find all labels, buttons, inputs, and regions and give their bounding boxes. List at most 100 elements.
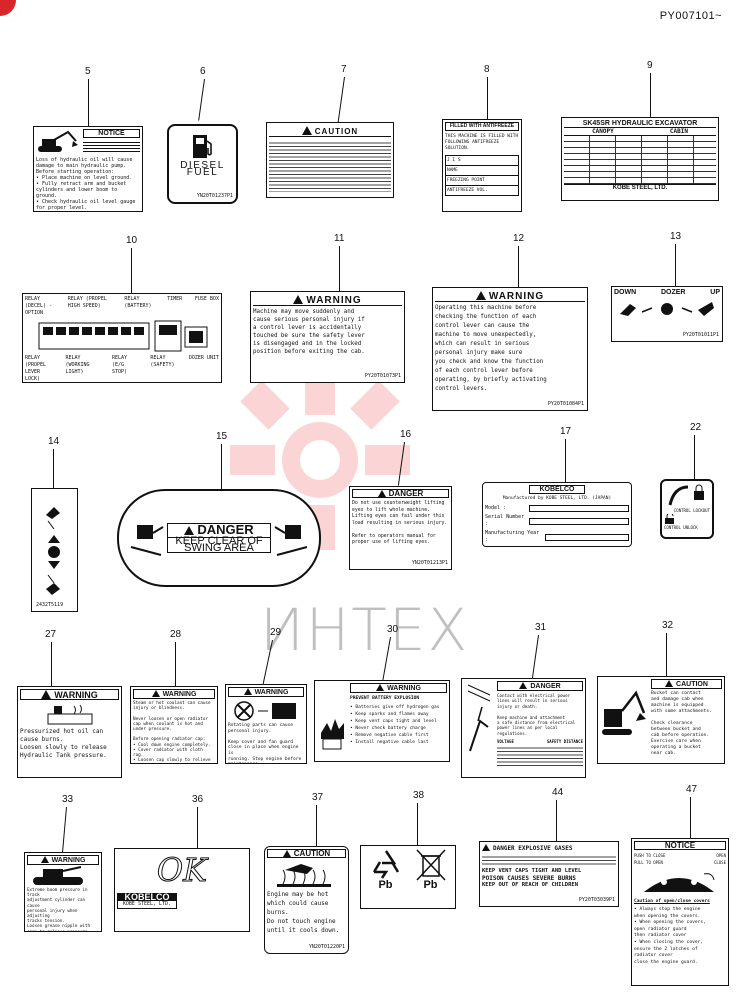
swing-area-right-icon [274, 525, 308, 556]
unlock-label: CONTROL UNLOCK [664, 525, 698, 530]
label-code: PY20T03039P1 [578, 897, 615, 903]
label-body: Operating this machine before checking t… [435, 305, 547, 392]
leader-line [518, 246, 519, 288]
hot-surface-icon [277, 864, 331, 887]
leader-line [556, 800, 557, 842]
callout-38: 38 [413, 790, 425, 801]
text-lines [482, 854, 616, 866]
label-title: SK45SR HYDRAULIC EXCAVATOR [564, 120, 716, 128]
callout-11: 11 [334, 233, 345, 244]
warning-triangle-icon [41, 690, 52, 699]
warning-triangle-icon [377, 490, 386, 497]
label-code: PY20T01073P1 [364, 373, 401, 379]
hot-oil-icon [47, 704, 92, 725]
label-title: FILLED WITH ANTIFREEZE [445, 122, 519, 131]
leader-line [198, 78, 205, 121]
leader-line [339, 246, 340, 292]
label-code: YN20T01213P1 [411, 560, 448, 566]
leader-line [221, 444, 222, 489]
column-header: VOLTAGE [497, 739, 514, 745]
warning-triangle-icon [475, 291, 486, 300]
leader-line [565, 439, 566, 483]
label-title: CAUTION [269, 125, 391, 137]
brand-sub: KOBE STEEL, LTD. [122, 901, 172, 907]
label-line2: FUEL [186, 167, 219, 178]
column-header: CANOPY [592, 128, 614, 135]
brand-name: KOBELCO [118, 893, 176, 902]
callout-17: 17 [560, 426, 572, 437]
down-label: DOWN [614, 289, 637, 296]
label-title: DANGER [497, 681, 583, 691]
relay-label: RELAY (E/G STOP) [111, 355, 127, 375]
cover-latch-icon [644, 873, 715, 892]
warning-triangle-icon [482, 844, 490, 851]
leader-line [51, 642, 52, 687]
bucket-cab-icon [602, 690, 646, 735]
warning-triangle-icon [376, 684, 385, 691]
label-47-notice-covers: NOTICE PUSH TO CLOSE PULL TO OPEN OPEN C… [631, 838, 729, 986]
kobelco-logo: KOBELCO KOBE STEEL, LTD. [117, 893, 177, 909]
pb-label: Pb [423, 879, 438, 891]
table-row: FREEZING POINT [446, 176, 518, 186]
lockout-label: CONTROL LOCKOUT [673, 508, 710, 513]
relay-label: RELAY (DECEL) -OPTION [25, 296, 53, 316]
unlock-icon [665, 514, 674, 524]
open-label: OPEN [716, 853, 726, 858]
label-body: Extreme boom pressure in track adjustmen… [27, 887, 91, 932]
label-code: 2432T5119 [36, 602, 64, 608]
power-line-icon [467, 684, 491, 752]
rotating-fan-icon [234, 701, 296, 721]
warning-triangle-icon [184, 526, 195, 535]
warning-triangle-icon [243, 688, 252, 695]
label-10-relay-layout: RELAY (DECEL) -OPTION RELAY (PROPEL HIGH… [22, 293, 222, 383]
label-line1: KEEP CLEAR OF [175, 535, 263, 547]
label-title: CAUTION [267, 849, 346, 858]
ok-script: OK [156, 851, 208, 890]
label-body: THIS MACHINE IS FILLED WITH FOLLOWING AN… [445, 134, 519, 151]
pull-label: PULL TO OPEN [634, 860, 663, 865]
callout-27: 27 [45, 629, 57, 640]
callout-15: 15 [216, 431, 228, 442]
label-38-pb-recycle: Pb Pb [360, 845, 456, 909]
warning-triangle-icon [40, 856, 49, 863]
label-22-control-lockout: CONTROL LOCKOUT CONTROL UNLOCK [660, 479, 714, 539]
leader-line [53, 449, 54, 489]
label-36-ok-kobelco: OK KOBELCO KOBE STEEL, LTD. [114, 848, 250, 932]
leader-line [487, 77, 488, 121]
close-label: CLOSE [713, 860, 726, 865]
warning-triangle-icon [301, 126, 312, 135]
label-6-diesel-fuel: DIESEL FUEL YN20T01237P1 [167, 124, 238, 204]
leader-line [694, 435, 695, 479]
relay-label: RELAY (BATTERY) [124, 296, 152, 309]
label-title: NOTICE [83, 129, 140, 138]
label-line2: POISON CAUSES SEVERE BURNS [482, 875, 576, 882]
battery-explosion-icon [321, 719, 344, 750]
leader-line [417, 803, 418, 845]
label-5-notice: NOTICE Loss of hydraulic oil will cause … [33, 126, 143, 212]
label-44-danger-gases: DANGER EXPLOSIVE GASES KEEP VENT CAPS TI… [479, 841, 619, 907]
leader-line [337, 76, 345, 123]
crossed-bin-icon [415, 849, 446, 881]
label-17-serial-plate: KOBELCO Manufactured by KOBE STEEL, LTD.… [482, 482, 632, 547]
label-9-specifications: SK45SR HYDRAULIC EXCAVATOR CANOPY CABIN … [561, 117, 719, 201]
label-body: Machine may move suddenly and cause seri… [253, 309, 365, 355]
leader-line [197, 807, 198, 849]
label-31-danger-power-lines: DANGER Contact with electrical power lin… [461, 678, 586, 778]
relay-label: RELAY (PROPEL LEVER LOCK) [25, 355, 47, 382]
label-table: J I S NAME FREEZING POINT ANTIFREEZE VOL… [445, 155, 519, 196]
spec-grid [564, 136, 716, 184]
table-row: J I S [446, 156, 518, 166]
pb-label: Pb [378, 879, 393, 891]
callout-5: 5 [85, 66, 91, 77]
leader-line [666, 633, 667, 677]
relay-label: DOZER UNIT [188, 355, 219, 361]
label-body: • Batteries give off hydrogen gas • Keep… [350, 705, 440, 745]
label-14-lever-pattern: 2432T5119 [31, 488, 78, 612]
label-line3: KEEP OUT OF REACH OF CHILDREN [482, 882, 579, 888]
label-line1: KEEP VENT CAPS TIGHT AND LEVEL [482, 868, 582, 874]
text-lines [83, 140, 140, 154]
callout-22: 22 [690, 422, 702, 433]
field-label: Manufacturing Year : [485, 530, 540, 543]
label-title: DANGER [168, 523, 270, 538]
callout-14: 14 [48, 436, 60, 447]
